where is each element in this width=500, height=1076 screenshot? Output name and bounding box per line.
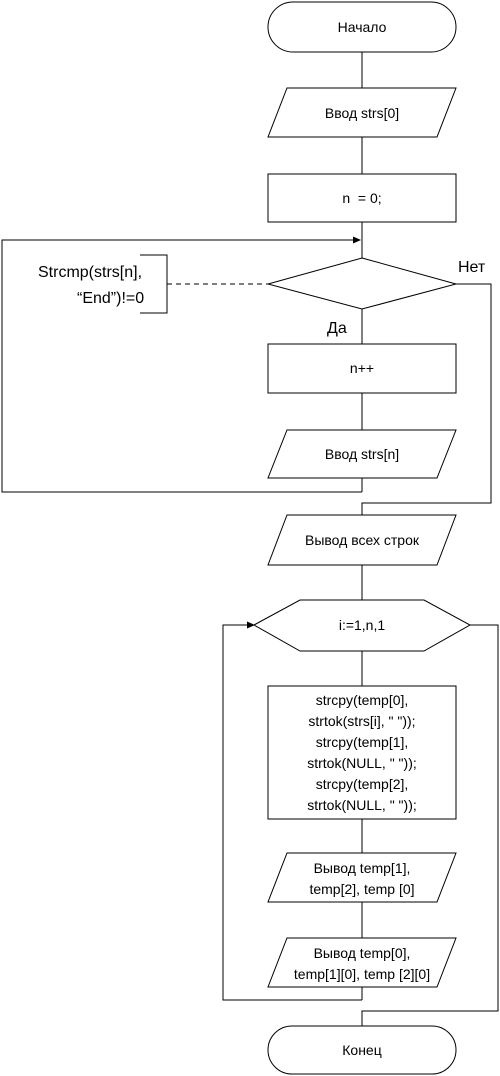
output-all-label: Вывод всех строк xyxy=(305,532,420,548)
loop-body-process: strcpy(temp[0], strtok(strs[i], " ")); s… xyxy=(267,685,457,820)
init-label: n = 0; xyxy=(342,190,381,206)
input-next-label: Ввод strs[n] xyxy=(325,446,399,462)
init-process: n = 0; xyxy=(267,173,457,223)
condition-comment-line2: “End”)!=0 xyxy=(77,290,144,307)
output-all-parallelogram: Вывод всех строк xyxy=(267,514,457,566)
loop-header-hexagon: i:=1,n,1 xyxy=(252,599,472,652)
loop-body-line-5: strcpy(temp[2], xyxy=(316,776,409,792)
loop-body-line-1: strcpy(temp[0], xyxy=(316,692,409,708)
input-first-parallelogram: Ввод strs[0] xyxy=(267,87,457,138)
increment-label: n++ xyxy=(350,360,374,376)
end-terminator: Конец xyxy=(267,1025,457,1075)
output-temp-1-line2: temp[2], temp [0] xyxy=(309,881,414,897)
output-temp-1-line1: Вывод temp[1], xyxy=(314,860,411,876)
increment-process: n++ xyxy=(267,343,457,394)
for-loop-back-line xyxy=(222,621,362,1001)
loop-header-label: i:=1,n,1 xyxy=(339,617,386,633)
for-loop-exit-line xyxy=(361,624,499,1026)
input-next-parallelogram: Ввод strs[n] xyxy=(267,429,457,479)
output-temp-1-parallelogram: Вывод temp[1], temp[2], temp [0] xyxy=(267,852,457,903)
condition-comment-line1: Strcmp(strs[n], xyxy=(38,264,142,281)
branch-yes-label: Да xyxy=(327,320,347,337)
branch-no-label: Нет xyxy=(458,259,486,276)
condition-diamond xyxy=(266,257,458,310)
loop-body-line-2: strtok(strs[i], " ")); xyxy=(308,713,415,729)
output-temp-2-parallelogram: Вывод temp[0], temp[1][0], temp [2][0] xyxy=(267,937,457,988)
loop-body-line-6: strtok(NULL, " ")); xyxy=(307,797,417,813)
comment-bracket xyxy=(140,254,168,314)
output-temp-2-line1: Вывод temp[0], xyxy=(314,945,411,961)
end-label: Конец xyxy=(342,1042,381,1058)
loop-back-line xyxy=(1,236,362,493)
exit-branch-line xyxy=(361,283,492,515)
loop-body-line-3: strcpy(temp[1], xyxy=(316,734,409,750)
start-terminator: Начало xyxy=(267,1,457,53)
loop-body-line-4: strtok(NULL, " ")); xyxy=(307,755,417,771)
start-label: Начало xyxy=(338,19,387,35)
output-temp-2-line2: temp[1][0], temp [2][0] xyxy=(294,966,430,982)
input-first-label: Ввод strs[0] xyxy=(325,105,399,121)
